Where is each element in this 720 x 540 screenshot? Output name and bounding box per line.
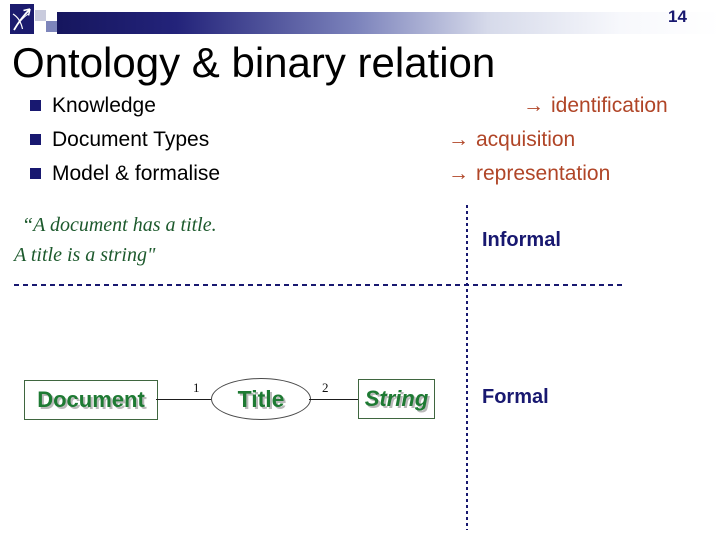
step-label: acquisition [476,128,576,151]
entity-label: Document [37,387,145,412]
step-label: identification [551,94,668,117]
logo [10,4,34,34]
relation-label: Title [237,385,285,412]
informal-label: Informal [482,229,561,251]
decor-square-blue [46,21,57,32]
cardinality-label-right: 2 [322,380,329,395]
decor-square-light [35,10,46,21]
bullet-square-icon [30,100,41,111]
step-acquisition: → acquisition [448,128,575,152]
quote-line-2: A title is a string" [14,244,156,266]
right-arrow-icon: → [448,128,469,151]
bullet-label: Model & formalise [52,162,221,185]
step-identification: → identification [523,94,668,118]
bullet-label: Document Types [52,128,210,151]
dashed-divider-horizontal [14,284,623,286]
step-representation: → representation [448,162,610,186]
bullet-square-icon [30,168,41,179]
connector-line-right [309,399,358,400]
diagram-datatype-string: String [358,379,435,419]
slide-number: 14 [668,7,687,26]
dotted-divider-vertical [466,205,468,530]
slide-title: Ontology & binary relation [12,39,496,86]
header-gradient-bar [57,12,720,34]
connector-line-left [156,399,211,400]
cardinality-label-left: 1 [193,380,200,395]
bullet-label: Knowledge [52,94,156,117]
diagram-relation-title: Title [211,378,311,420]
formal-label: Formal [482,386,549,408]
datatype-label: String [364,386,429,411]
diagram-entity-document: Document [24,380,158,420]
step-label: representation [476,162,611,185]
right-arrow-icon: → [448,162,469,185]
right-arrow-icon: → [523,94,544,117]
logo-arrow-icon [12,8,31,31]
bullet-square-icon [30,134,41,145]
quote-line-1: “A document has a title. [22,214,217,236]
quote-block: “A document has a title. A title is a st… [14,210,217,270]
